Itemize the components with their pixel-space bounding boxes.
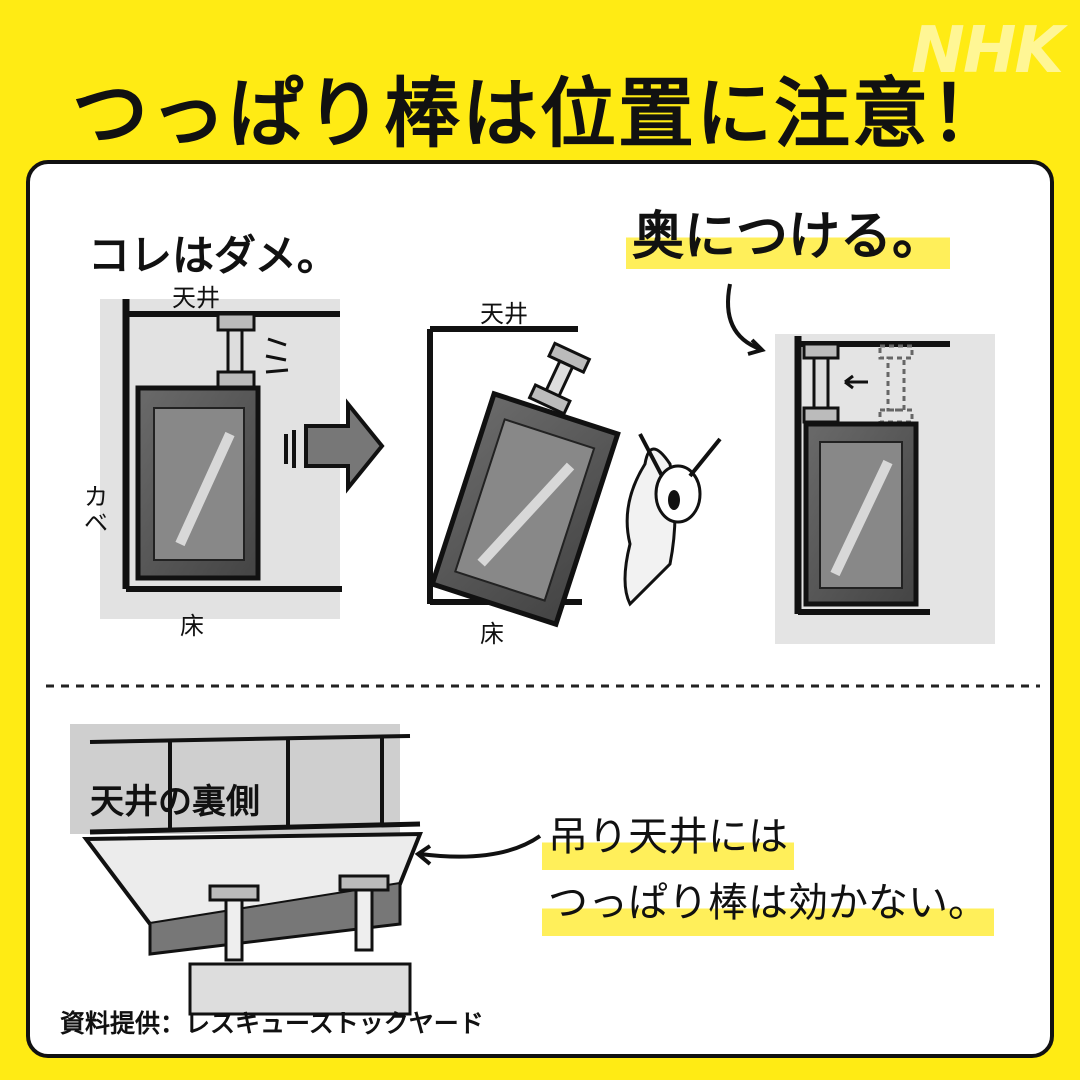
ceiling-back-label: 天井の裏側	[90, 782, 260, 822]
wall-label: カベ	[84, 483, 108, 537]
good-caption: 奥につける。	[626, 194, 951, 269]
good-caption-text: 奥につける。	[626, 194, 951, 269]
nhk-logo: NHK	[911, 14, 1064, 88]
illustration-drawing	[46, 283, 1040, 1016]
arrow-right-icon	[284, 398, 385, 494]
ceiling-label-1: 天井	[172, 284, 220, 312]
source-credit: 資料提供：レスキューストックヤード	[60, 1009, 484, 1038]
furniture-icon	[803, 421, 919, 607]
curved-arrow-icon	[419, 834, 542, 859]
caption-line2: つっぱり棒は効かない。	[542, 870, 994, 936]
caption-line1: 吊り天井には	[542, 804, 794, 870]
bad-caption: コレはダメ。	[88, 231, 339, 280]
tension-rod-icon	[208, 874, 390, 962]
floor-label-2: 床	[480, 620, 504, 648]
curved-arrow-icon	[726, 283, 761, 351]
drop-ceiling-drawing	[70, 724, 423, 1016]
scene-good-placement	[775, 334, 995, 644]
scene-falling	[427, 326, 621, 628]
tension-rod-icon	[802, 342, 840, 424]
page-title: つっぱり棒は位置に注意！	[72, 69, 1008, 158]
panicking-person-icon	[623, 433, 722, 607]
drop-ceiling-caption: 吊り天井には つっぱり棒は効かない。	[542, 804, 994, 936]
illustration-panel: コレはダメ。 奥につける。 天井 天井 カベ 床 床 天井の裏側 吊り天井には …	[26, 160, 1054, 1058]
furniture-icon	[135, 385, 261, 581]
tension-rod-icon	[216, 312, 256, 390]
ceiling-label-2: 天井	[480, 300, 528, 328]
floor-label-1: 床	[180, 612, 204, 640]
scene-bad-placement	[100, 299, 342, 619]
